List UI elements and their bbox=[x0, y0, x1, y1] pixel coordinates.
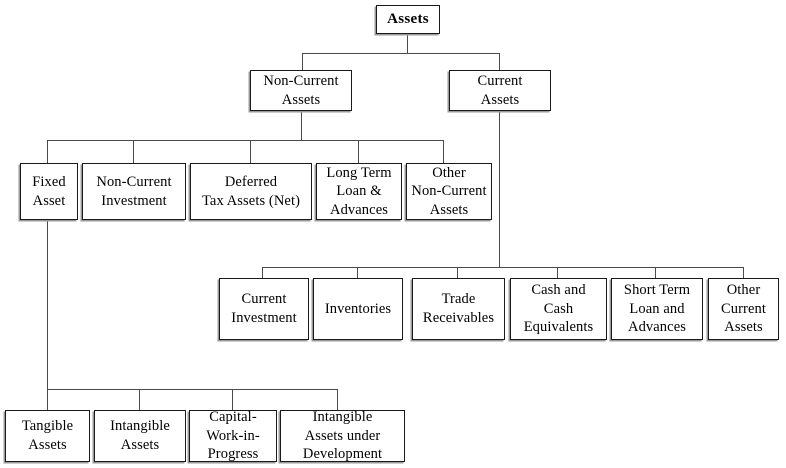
node-tangible-assets[interactable]: Tangible Assets bbox=[5, 410, 90, 462]
node-fixed-asset-label: Fixed Asset bbox=[32, 173, 66, 209]
connector-to-intangible-assets bbox=[139, 389, 141, 410]
node-deferred-tax-assets[interactable]: Deferred Tax Assets (Net) bbox=[190, 163, 312, 220]
connector-root-down bbox=[407, 33, 409, 54]
node-fixed-asset[interactable]: Fixed Asset bbox=[20, 163, 78, 220]
connector-to-inventories bbox=[357, 267, 359, 279]
node-non-current-investment[interactable]: Non-Current Investment bbox=[82, 163, 186, 220]
node-intangible-assets-under-development-label: Intangible Assets under Development bbox=[302, 409, 383, 463]
connector-current-assets-down bbox=[499, 110, 501, 268]
node-short-term-loan-advances[interactable]: Short Term Loan and Advances bbox=[611, 278, 703, 340]
node-non-current-assets[interactable]: Non-Current Assets bbox=[250, 70, 352, 111]
connector-to-deferred-tax-assets bbox=[250, 140, 252, 164]
node-current-assets[interactable]: Current Assets bbox=[449, 70, 551, 111]
node-capital-work-in-progress-label: Capital- Work-in- Progress bbox=[206, 409, 260, 463]
connector-fixed-asset-bus bbox=[47, 389, 337, 391]
node-deferred-tax-assets-label: Deferred Tax Assets (Net) bbox=[201, 173, 301, 209]
connector-to-short-term-loan-advances bbox=[655, 267, 657, 279]
node-current-assets-label: Current Assets bbox=[477, 72, 523, 108]
node-non-current-investment-label: Non-Current Investment bbox=[96, 173, 172, 209]
node-trade-receivables[interactable]: Trade Receivables bbox=[412, 278, 505, 340]
node-assets-label: Assets bbox=[387, 10, 429, 27]
connector-non-current-assets-bus bbox=[47, 140, 443, 142]
connector-to-other-non-current-assets bbox=[443, 140, 445, 164]
node-intangible-assets[interactable]: Intangible Assets bbox=[94, 410, 186, 462]
node-other-non-current-assets-label: Other Non-Current Assets bbox=[411, 164, 487, 218]
node-other-current-assets-label: Other Current Assets bbox=[721, 282, 766, 336]
node-other-non-current-assets[interactable]: Other Non-Current Assets bbox=[406, 163, 492, 220]
connector-to-tangible-assets bbox=[47, 389, 49, 410]
node-intangible-assets-under-development[interactable]: Intangible Assets under Development bbox=[280, 409, 405, 463]
node-inventories[interactable]: Inventories bbox=[313, 278, 403, 340]
node-non-current-assets-label: Non-Current Assets bbox=[263, 72, 339, 108]
connector-to-cash-and-cash-equivalents bbox=[557, 267, 559, 279]
connector-to-long-term-loan-advances bbox=[358, 140, 360, 164]
connector-to-non-current-assets bbox=[302, 53, 304, 71]
connector-to-trade-receivables bbox=[457, 267, 459, 279]
connector-to-current-assets bbox=[499, 53, 501, 71]
connector-root-bus bbox=[302, 53, 500, 55]
connector-to-other-current-assets bbox=[743, 267, 745, 279]
node-long-term-loan-advances-label: Long Term Loan & Advances bbox=[326, 164, 392, 218]
node-intangible-assets-label: Intangible Assets bbox=[110, 418, 170, 453]
node-current-investment-label: Current Investment bbox=[231, 291, 297, 326]
connector-fixed-asset-down bbox=[47, 220, 49, 390]
connector-to-fixed-asset bbox=[47, 140, 49, 164]
node-capital-work-in-progress[interactable]: Capital- Work-in- Progress bbox=[189, 409, 277, 463]
node-other-current-assets[interactable]: Other Current Assets bbox=[708, 278, 779, 340]
node-trade-receivables-label: Trade Receivables bbox=[422, 291, 495, 326]
node-tangible-assets-label: Tangible Assets bbox=[21, 418, 74, 453]
node-short-term-loan-advances-label: Short Term Loan and Advances bbox=[623, 282, 691, 336]
connector-to-current-investment bbox=[262, 267, 264, 279]
node-long-term-loan-advances[interactable]: Long Term Loan & Advances bbox=[316, 163, 402, 220]
connector-non-current-assets-down bbox=[301, 110, 303, 141]
node-assets[interactable]: Assets bbox=[376, 5, 440, 34]
connector-current-assets-bus bbox=[262, 267, 743, 269]
node-current-investment[interactable]: Current Investment bbox=[219, 278, 309, 340]
connector-to-intangible-assets-under-development bbox=[337, 389, 339, 410]
node-cash-and-cash-equivalents-label: Cash and Cash Equivalents bbox=[523, 282, 594, 336]
connector-to-capital-work-in-progress bbox=[232, 389, 234, 410]
connector-to-non-current-investment bbox=[133, 140, 135, 164]
node-cash-and-cash-equivalents[interactable]: Cash and Cash Equivalents bbox=[510, 278, 607, 340]
node-inventories-label: Inventories bbox=[324, 300, 392, 317]
